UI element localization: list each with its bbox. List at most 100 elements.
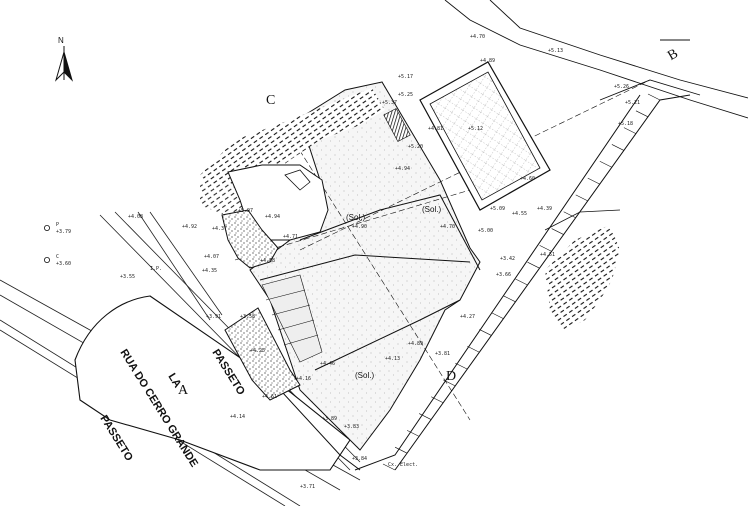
elevation-label: +4.94 bbox=[395, 166, 410, 172]
upper-road bbox=[444, 0, 748, 119]
curb-tick bbox=[611, 144, 624, 151]
elevation-labels: +4.70 +4.89 +5.17 +5.25+5.37 +5.13 +5.26 +5.21… bbox=[120, 34, 640, 490]
stippled-plot-upper bbox=[221, 209, 279, 269]
sol-label-2: (Sol.) bbox=[422, 205, 441, 214]
elevation-label: +4.88 bbox=[260, 258, 275, 264]
elevation-label: +4.90 bbox=[352, 224, 367, 230]
pole-c-label: C bbox=[56, 254, 59, 260]
elevation-label: +5.18 bbox=[618, 121, 633, 127]
elevation-label: +4.14 bbox=[230, 414, 245, 420]
elevation-label: +3.66 bbox=[496, 272, 511, 278]
elevation-label: +5.26 bbox=[614, 84, 629, 90]
elevation-label: +5.12 bbox=[468, 126, 483, 132]
elevation-label: +3.81 bbox=[435, 351, 450, 357]
elevation-label: +4.07 bbox=[204, 254, 219, 260]
curb-tick bbox=[515, 278, 528, 286]
terrain-hatch-top bbox=[200, 88, 385, 185]
elevation-label: +3.84 bbox=[352, 456, 367, 462]
north-label: N bbox=[58, 36, 64, 45]
elevation-label: +3.89 bbox=[322, 416, 337, 422]
stair-element bbox=[383, 108, 411, 142]
building-footprint-b bbox=[284, 169, 311, 191]
elevation-label: +5.37 bbox=[382, 100, 397, 106]
elevation-label: +5.25 bbox=[398, 92, 413, 98]
curb-tick bbox=[527, 261, 540, 269]
curb-tick bbox=[563, 211, 576, 218]
elevation-label: +5.20 bbox=[408, 144, 423, 150]
north-arrow-icon: N bbox=[54, 36, 74, 82]
pole-c-icon bbox=[44, 256, 51, 263]
elevation-label: +4.61 bbox=[262, 394, 277, 400]
elevation-label: +4.27 bbox=[460, 314, 475, 320]
elevation-label: +4.46 bbox=[320, 361, 335, 367]
curb-tick bbox=[623, 127, 637, 134]
curb-tick bbox=[551, 228, 564, 235]
elevation-label: +5.09 bbox=[490, 206, 505, 212]
elevation-label: +5.17 bbox=[398, 74, 413, 80]
pole-p-label: P bbox=[56, 222, 59, 228]
elevation-label: +4.70 bbox=[470, 34, 485, 40]
elevation-label: +4.89 bbox=[408, 341, 423, 347]
curb-tick bbox=[455, 362, 468, 370]
letter-a: A bbox=[178, 383, 189, 398]
elevation-label: +5.13 bbox=[548, 48, 563, 54]
elevation-label: +3.42 bbox=[500, 256, 515, 262]
curb-tick bbox=[635, 110, 649, 118]
curb-tick bbox=[443, 379, 456, 387]
elevation-label: +4.81 bbox=[428, 126, 443, 132]
curb-tick bbox=[479, 329, 492, 336]
pole-symbols: P +3.79 C +3.60 bbox=[44, 222, 71, 267]
elevation-label: +4.08 bbox=[128, 214, 143, 220]
letter-c: C bbox=[266, 93, 275, 108]
terrain-hatch-right bbox=[545, 225, 620, 330]
curb-tick bbox=[599, 161, 612, 168]
elevation-label: +4.60 bbox=[520, 176, 535, 182]
elevation-label: +4.35 bbox=[202, 268, 217, 274]
ip-label: I.P. bbox=[150, 266, 162, 272]
elevation-label: +4.55 bbox=[512, 211, 527, 217]
curb-tick bbox=[406, 430, 420, 437]
curb-tick bbox=[431, 396, 444, 403]
curb-tick bbox=[491, 312, 504, 319]
letter-d: D bbox=[446, 369, 456, 384]
elevation-label: +4.71 bbox=[283, 234, 298, 240]
elevation-label: +4.13 bbox=[385, 356, 400, 362]
curb-tick bbox=[419, 413, 432, 420]
curb-tick bbox=[503, 295, 516, 303]
pole-c-elevation: +3.60 bbox=[56, 261, 71, 267]
curb-tick bbox=[587, 177, 600, 185]
elevation-label: +4.70 bbox=[440, 224, 455, 230]
sol-label-3: (Sol.) bbox=[355, 371, 374, 380]
elevation-label: +3.55 bbox=[120, 274, 135, 280]
sol-label-1: (Sol.) bbox=[346, 213, 365, 222]
elevation-label: +3.58 bbox=[240, 314, 255, 320]
elevation-label: +4.94 bbox=[265, 214, 280, 220]
stippled-plot-lower bbox=[224, 307, 301, 401]
electric-box-label: Cx. Elect. bbox=[388, 462, 418, 468]
curb-tick bbox=[382, 463, 396, 471]
elevation-label: +4.51 bbox=[540, 252, 555, 258]
curb-tick bbox=[467, 346, 480, 353]
elevation-label: +5.97 bbox=[238, 208, 253, 214]
elevation-label: +4.37 bbox=[212, 226, 227, 232]
elevation-label: +3.83 bbox=[344, 424, 359, 430]
elevation-label: +5.21 bbox=[625, 100, 640, 106]
elevation-label: +4.25 bbox=[250, 348, 265, 354]
curb-ticks bbox=[382, 93, 661, 471]
pole-p-elevation: +3.79 bbox=[56, 229, 71, 235]
elevation-label: +4.16 bbox=[296, 376, 311, 382]
step-rows bbox=[261, 274, 323, 363]
curb-tick bbox=[539, 245, 552, 252]
elevation-label: +3.91 bbox=[206, 314, 221, 320]
elevation-label: +3.71 bbox=[300, 484, 315, 490]
letter-b: B bbox=[665, 46, 681, 64]
elevation-label: +4.89 bbox=[480, 58, 495, 64]
curb-tick bbox=[647, 93, 661, 101]
elevation-label: +4.92 bbox=[182, 224, 197, 230]
gridded-block bbox=[419, 61, 551, 211]
curb-tick bbox=[394, 446, 408, 454]
road-island bbox=[74, 295, 351, 471]
elevation-label: +4.39 bbox=[537, 206, 552, 212]
curb-tick bbox=[575, 194, 588, 202]
